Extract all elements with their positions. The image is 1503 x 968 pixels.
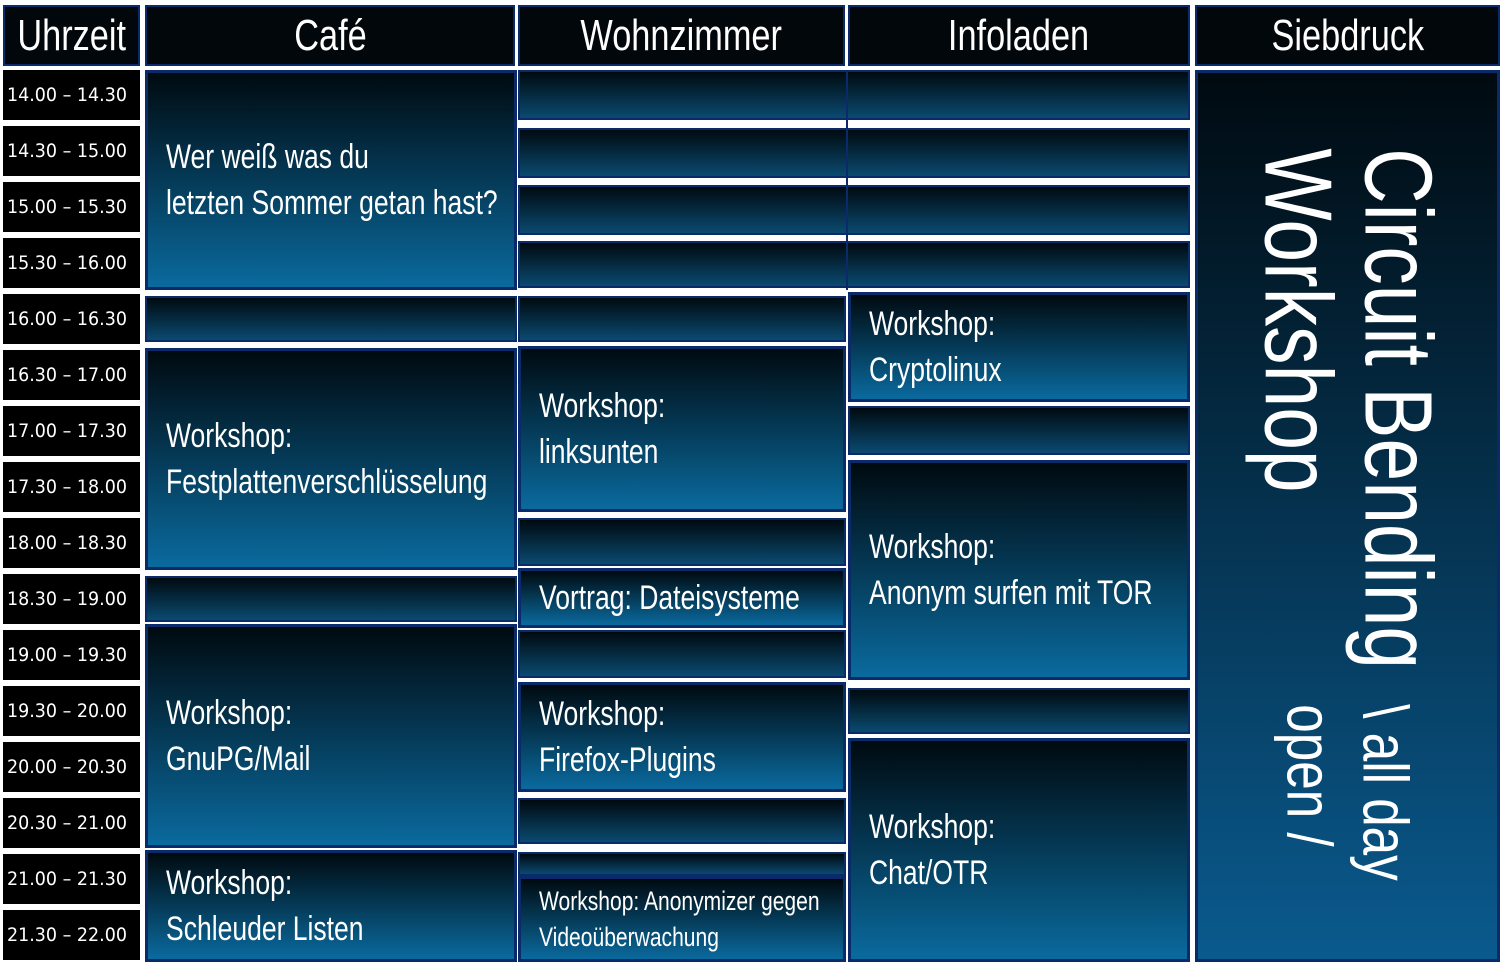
time-label: 18.00 – 18.30 bbox=[7, 532, 127, 554]
empty-slot bbox=[848, 688, 1190, 734]
time-label: 17.00 – 17.30 bbox=[7, 420, 127, 442]
event-block: Workshop: Festplattenverschlüsselung bbox=[145, 348, 517, 570]
event-title: Schleuder Listen bbox=[166, 910, 364, 948]
time-slot: 18.30 – 19.00 bbox=[3, 574, 140, 624]
event-title: Vortrag: Dateisysteme bbox=[539, 579, 800, 617]
empty-slot bbox=[518, 128, 1190, 178]
event-title: letzten Sommer getan hast? bbox=[166, 184, 498, 222]
empty-slot bbox=[518, 630, 846, 678]
event-title: Workshop: bbox=[539, 695, 666, 733]
event-block: Workshop: Cryptolinux bbox=[848, 292, 1190, 402]
event-title: Workshop: bbox=[166, 694, 293, 732]
time-label: 15.30 – 16.00 bbox=[7, 252, 127, 274]
time-slot: 15.00 – 15.30 bbox=[3, 182, 140, 232]
empty-slot bbox=[518, 518, 846, 566]
column-divider bbox=[846, 70, 848, 290]
time-label: 19.00 – 19.30 bbox=[7, 644, 127, 666]
event-title: Workshop: Anonymizer gegen bbox=[539, 886, 820, 916]
header-label: Uhrzeit bbox=[17, 10, 126, 60]
header-uhrzeit: Uhrzeit bbox=[3, 5, 140, 66]
header-label: Café bbox=[293, 10, 367, 60]
event-block: Wer weiß was du letzten Sommer getan hast… bbox=[145, 70, 517, 290]
time-label: 21.30 – 22.00 bbox=[7, 924, 127, 946]
header-wohnzimmer: Wohnzimmer bbox=[518, 5, 845, 66]
time-label: 21.00 – 21.30 bbox=[7, 868, 127, 890]
empty-slot bbox=[518, 852, 846, 876]
time-slot: 19.00 – 19.30 bbox=[3, 630, 140, 680]
event-block: Workshop: Anonym surfen mit TOR bbox=[848, 460, 1190, 680]
header-infoladen: Infoladen bbox=[848, 5, 1190, 66]
header-label: Siebdruck bbox=[1271, 10, 1424, 60]
event-title: Festplattenverschlüsselung bbox=[166, 463, 488, 501]
empty-slot bbox=[518, 241, 1190, 288]
event-title: Workshop: bbox=[869, 528, 996, 566]
empty-slot bbox=[518, 185, 1190, 235]
event-block: Workshop: GnuPG/Mail bbox=[145, 624, 517, 848]
event-block: Vortrag: Dateisysteme bbox=[518, 568, 846, 628]
time-slot: 17.30 – 18.00 bbox=[3, 462, 140, 512]
time-slot: 21.00 – 21.30 bbox=[3, 854, 140, 904]
time-label: 17.30 – 18.00 bbox=[7, 476, 127, 498]
empty-slot bbox=[518, 70, 1190, 120]
event-title: Firefox-Plugins bbox=[539, 741, 716, 779]
time-slot: 16.00 – 16.30 bbox=[3, 294, 140, 344]
event-block: Workshop: linksunten bbox=[518, 346, 846, 512]
time-label: 20.30 – 21.00 bbox=[7, 812, 127, 834]
event-title: Workshop: bbox=[539, 387, 666, 425]
event-title: Workshop: bbox=[869, 808, 996, 846]
event-title: GnuPG/Mail bbox=[166, 740, 311, 778]
time-slot: 18.00 – 18.30 bbox=[3, 518, 140, 568]
time-slot: 15.30 – 16.00 bbox=[3, 238, 140, 288]
event-block-all-day: Circuit Bending Workshop \ all day open … bbox=[1195, 70, 1500, 962]
empty-slot bbox=[145, 576, 517, 622]
time-label: 16.00 – 16.30 bbox=[7, 308, 127, 330]
time-slot: 20.00 – 20.30 bbox=[3, 742, 140, 792]
time-label: 16.30 – 17.00 bbox=[7, 364, 127, 386]
event-title: Cryptolinux bbox=[869, 351, 1002, 389]
empty-slot bbox=[518, 296, 846, 342]
time-label: 14.30 – 15.00 bbox=[7, 140, 127, 162]
time-slot: 16.30 – 17.00 bbox=[3, 350, 140, 400]
event-subtitle: \ all day open / bbox=[1273, 704, 1422, 881]
time-slot: 14.30 – 15.00 bbox=[3, 126, 140, 176]
time-slot: 21.30 – 22.00 bbox=[3, 910, 140, 960]
event-title: Circuit Bending Workshop bbox=[1244, 148, 1452, 670]
empty-slot bbox=[848, 406, 1190, 455]
time-slot: 14.00 – 14.30 bbox=[3, 70, 140, 120]
event-title: Anonym surfen mit TOR bbox=[869, 574, 1153, 612]
time-label: 19.30 – 20.00 bbox=[7, 700, 127, 722]
event-block: Workshop: Schleuder Listen bbox=[145, 850, 517, 962]
time-label: 15.00 – 15.30 bbox=[7, 196, 127, 218]
event-title: linksunten bbox=[539, 433, 659, 471]
header-cafe: Café bbox=[145, 5, 515, 66]
time-slot: 20.30 – 21.00 bbox=[3, 798, 140, 848]
header-label: Infoladen bbox=[948, 10, 1090, 60]
time-label: 20.00 – 20.30 bbox=[7, 756, 127, 778]
header-siebdruck: Siebdruck bbox=[1195, 5, 1500, 66]
event-title: Wer weiß was du bbox=[166, 138, 369, 176]
event-title: Workshop: bbox=[166, 417, 293, 455]
time-label: 14.00 – 14.30 bbox=[7, 84, 127, 106]
time-slot: 17.00 – 17.30 bbox=[3, 406, 140, 456]
time-slot: 19.30 – 20.00 bbox=[3, 686, 140, 736]
event-block: Workshop: Chat/OTR bbox=[848, 738, 1190, 962]
event-title: Chat/OTR bbox=[869, 854, 989, 892]
time-label: 18.30 – 19.00 bbox=[7, 588, 127, 610]
header-label: Wohnzimmer bbox=[580, 10, 783, 60]
empty-slot bbox=[518, 798, 846, 844]
event-title: Workshop: bbox=[869, 305, 996, 343]
empty-slot bbox=[145, 296, 517, 342]
event-block: Workshop: Firefox-Plugins bbox=[518, 682, 846, 792]
event-title: Workshop: bbox=[166, 864, 293, 902]
event-title: Videoüberwachung bbox=[539, 922, 719, 952]
